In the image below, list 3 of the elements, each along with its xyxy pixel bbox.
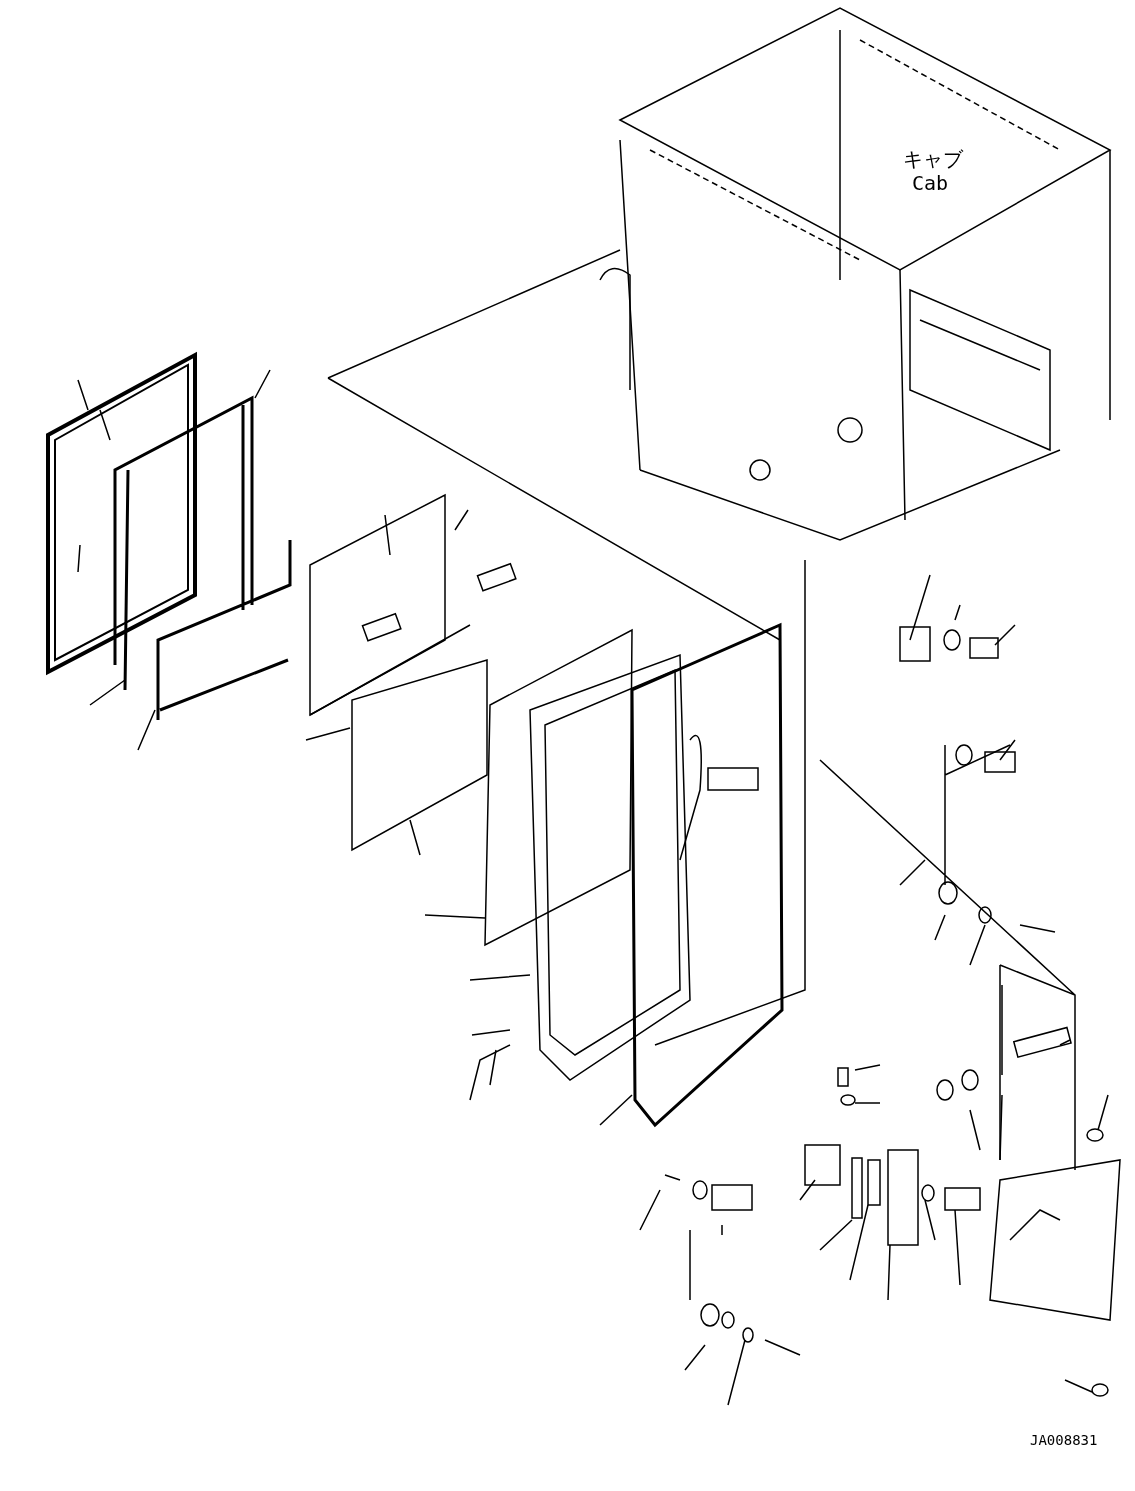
part-label: キャブ: [903, 146, 963, 173]
drawing-number: JA008831: [1030, 1432, 1098, 1448]
part-label: Cab: [912, 171, 949, 195]
